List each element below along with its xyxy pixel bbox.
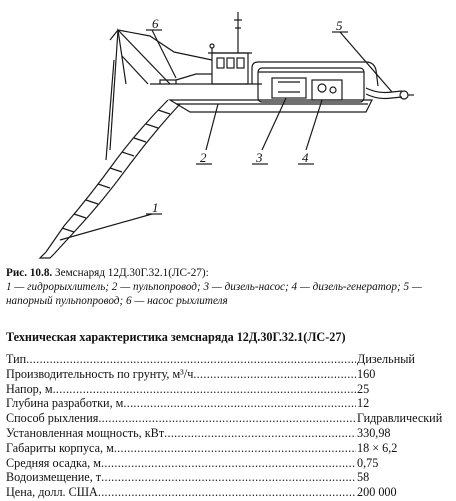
figure-number: Рис. 10.8. [6, 267, 53, 279]
figure-legend-line: напорный пульпопровод; 6 — насос рыхлите… [6, 295, 228, 307]
pulp-pipe-housing [257, 67, 365, 103]
figure-caption: Рис. 10.8. Земснаряд 12Д.30Г.32.1(ЛС-27)… [6, 266, 450, 308]
diesel-pump [271, 77, 307, 99]
spec-value: 58 [356, 470, 370, 486]
spec-label: Установленная мощность, кВт [6, 426, 356, 441]
spec-label: Глубина разработки, м [6, 396, 356, 411]
spec-row: Способ рыхленияГидравлический [6, 411, 452, 426]
leader-6 [151, 29, 177, 79]
spec-label: Напор, м [6, 382, 356, 397]
a-frame [117, 28, 171, 85]
spec-row: Производительность по грунту, м³/ч160 [6, 366, 452, 382]
leader-5 [339, 31, 393, 93]
discharge-pipe [365, 93, 403, 100]
spec-table: ТипДизельный Производительность по грунт… [6, 352, 452, 500]
spec-label: Тип [6, 352, 356, 367]
spec-row: Установленная мощность, кВт330,98 [6, 425, 452, 441]
spec-value: 330,98 [356, 425, 391, 441]
spec-value: Дизельный [356, 352, 415, 367]
diesel-generator [311, 79, 343, 101]
dredger-drawing: 1 2 3 4 5 6 [38, 12, 414, 259]
spec-label: Цена, долл. США [6, 485, 356, 500]
spec-row: Напор, м25 [6, 381, 452, 397]
spec-value: 18 × 6,2 [356, 440, 398, 456]
figure-title: Земснаряд 12Д.30Г.32.1(ЛС-27): [55, 267, 209, 279]
spec-row: Цена, долл. США200 000 [6, 485, 452, 500]
spec-label: Габариты корпуса, м [6, 441, 356, 456]
spec-row: ТипДизельный [6, 352, 452, 367]
spec-value: 160 [356, 366, 376, 382]
leader-3 [261, 97, 287, 151]
callout-1: 1 [152, 200, 159, 215]
spec-label: Водоизмещение, т [6, 470, 356, 485]
callout-3: 3 [255, 150, 263, 165]
spec-row: Водоизмещение, т58 [6, 470, 452, 486]
spec-value: 200 000 [356, 485, 397, 500]
spec-value: Гидравлический [356, 411, 443, 426]
spec-label: Способ рыхления [6, 411, 356, 426]
callout-6: 6 [152, 16, 159, 31]
leader-4 [305, 99, 323, 151]
spec-row: Глубина разработки, м12 [6, 396, 452, 412]
spec-label: Средняя осадка, м [6, 456, 356, 471]
figure-legend-line: 1 — гидрорыхлитель; 2 — пульпопровод; 3 … [6, 281, 422, 293]
dredger-drawing-svg: 1 2 3 4 5 6 [38, 12, 414, 259]
spec-value: 0,75 [356, 455, 379, 471]
hull [167, 99, 373, 113]
spec-row: Габариты корпуса, м18 × 6,2 [6, 440, 452, 456]
callout-2: 2 [200, 150, 207, 165]
callout-4: 4 [302, 150, 309, 165]
leader-1 [59, 213, 153, 241]
leader-2 [205, 103, 219, 151]
spec-row: Средняя осадка, м0,75 [6, 455, 452, 471]
callout-5: 5 [336, 18, 343, 33]
spec-title: Техническая характеристика земснаряда 12… [6, 330, 346, 344]
spec-label: Производительность по грунту, м³/ч [6, 367, 356, 382]
spec-value: 25 [356, 381, 370, 397]
spec-value: 12 [356, 396, 370, 412]
